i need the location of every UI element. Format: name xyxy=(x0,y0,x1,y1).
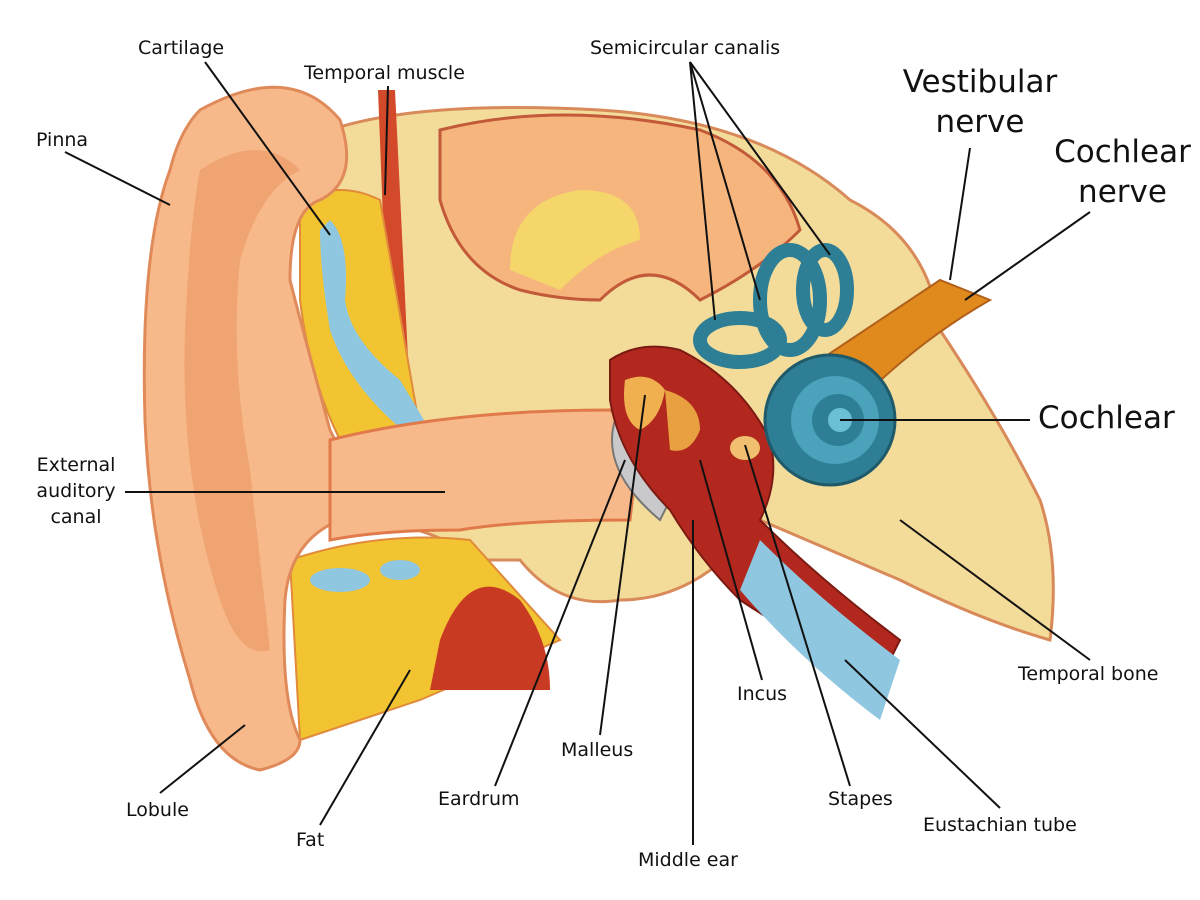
label-line: canal xyxy=(50,506,102,528)
incus xyxy=(665,390,700,451)
cartilage xyxy=(320,220,430,440)
label-cochlear: Cochlear xyxy=(1038,400,1175,436)
label-pinna: Pinna xyxy=(36,129,89,151)
external-auditory-canal xyxy=(328,408,642,542)
label-malleus: Malleus xyxy=(561,739,634,761)
label-line: Vestibular xyxy=(902,64,1058,100)
label-middle-ear: Middle ear xyxy=(638,849,738,871)
label-line: External xyxy=(36,454,116,476)
label-eustachian-tube: Eustachian tube xyxy=(923,814,1077,836)
label-temporal-bone: Temporal bone xyxy=(1018,663,1159,685)
label-semicircular-canalis: Semicircular canalis xyxy=(590,37,781,59)
cochlea xyxy=(763,353,897,487)
label-external-auditory-canal: External auditory canal xyxy=(28,452,124,530)
label-line: Cochlear xyxy=(1054,134,1191,170)
label-lobule: Lobule xyxy=(126,799,189,821)
label-cartilage: Cartilage xyxy=(138,37,225,59)
label-fat: Fat xyxy=(296,829,325,851)
leader-lines xyxy=(64,61,1091,845)
label-line: nerve xyxy=(935,104,1025,140)
label-line: nerve xyxy=(1078,174,1167,210)
label-vestibular-nerve: Vestibular nerve xyxy=(900,62,1060,142)
label-line: auditory xyxy=(36,480,116,502)
label-cochlear-nerve: Cochlear nerve xyxy=(1050,132,1195,212)
label-stapes: Stapes xyxy=(828,788,893,810)
label-temporal-muscle: Temporal muscle xyxy=(304,62,465,84)
label-eardrum: Eardrum xyxy=(438,788,520,810)
label-incus: Incus xyxy=(737,683,788,705)
